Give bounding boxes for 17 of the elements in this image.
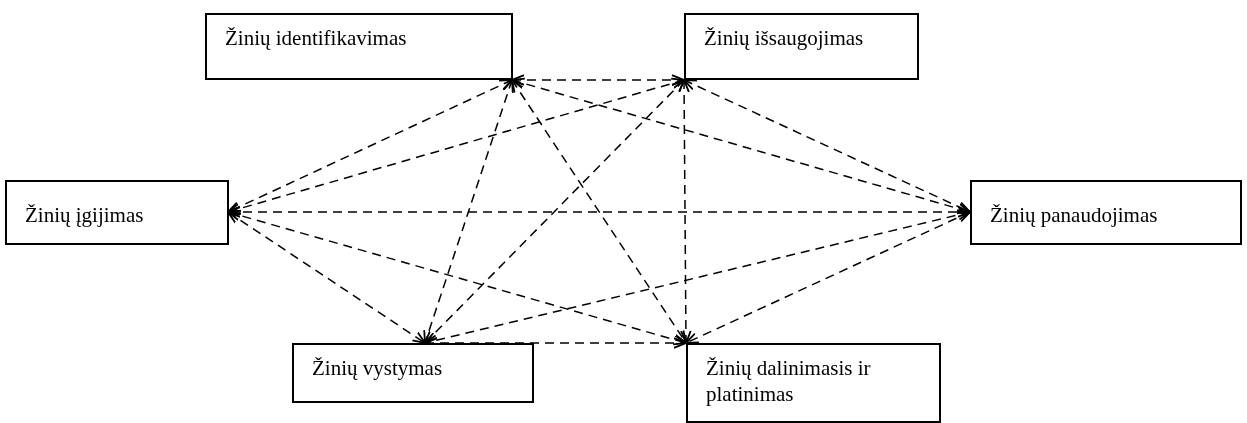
node-label: Žinių vystymas [312, 355, 443, 382]
dashed-arrow [678, 79, 692, 344]
process-box [684, 13, 919, 80]
node-label: Žinių panaudojimas [990, 202, 1158, 229]
process-box [205, 13, 513, 80]
process-box [970, 180, 1242, 245]
dashed-arrow [423, 79, 514, 344]
process-box [686, 343, 941, 423]
dashed-arrow [685, 211, 971, 344]
node-label: Žinių dalinimasis ir platinimas [706, 355, 872, 408]
process-box [292, 343, 534, 403]
node-label: Žinių įgijimas [25, 202, 144, 229]
node-label: Žinių išsaugojimas [704, 25, 864, 52]
dashed-arrow [424, 79, 685, 344]
process-box [5, 180, 229, 245]
node-label: Žinių identifikavimas [225, 25, 407, 52]
dashed-arrow [683, 79, 971, 213]
